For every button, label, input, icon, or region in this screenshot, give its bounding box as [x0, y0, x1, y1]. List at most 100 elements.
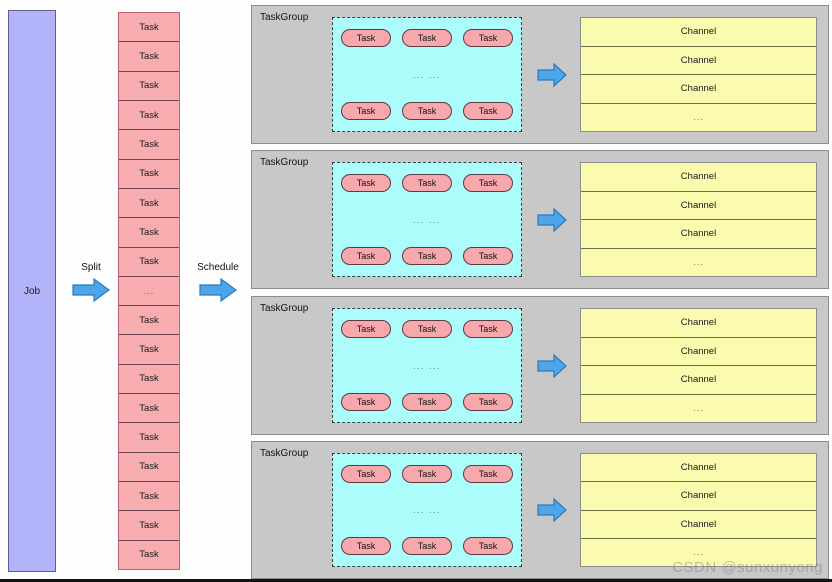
- task-pill: Task: [402, 29, 452, 47]
- task-pill: Task: [463, 174, 513, 192]
- task-pill: Task: [341, 320, 391, 338]
- task-pill-row: Task Task Task: [341, 102, 513, 120]
- task-list-item: Task: [119, 130, 179, 160]
- taskgroup-title: TaskGroup: [260, 12, 309, 23]
- right-arrow-icon: [537, 353, 567, 379]
- channel-row: Channel: [581, 220, 816, 249]
- taskgroup-title: TaskGroup: [260, 448, 309, 459]
- channel-ellipsis: ...: [693, 547, 704, 558]
- task-list-item: Task: [119, 306, 179, 336]
- channel-row: Channel: [581, 338, 816, 366]
- channel-row: Channel: [581, 511, 816, 539]
- task-pill: Task: [463, 320, 513, 338]
- task-list-item: Task: [119, 42, 179, 72]
- channel-ellipsis: ...: [693, 257, 704, 268]
- right-arrow-icon: [537, 207, 567, 233]
- task-pill-row: Task Task Task: [341, 29, 513, 47]
- task-pill: Task: [463, 393, 513, 411]
- right-arrow-icon: [537, 62, 567, 88]
- channel-row: Channel: [581, 309, 816, 338]
- right-arrow-icon: [537, 497, 567, 523]
- right-arrow-icon: [199, 277, 237, 303]
- task-pill: Task: [402, 537, 452, 555]
- task-list-item: Task: [119, 511, 179, 541]
- taskgroup-ellipsis: ... ...: [412, 505, 441, 515]
- task-pill: Task: [463, 465, 513, 483]
- task-pill: Task: [402, 320, 452, 338]
- task-pill: Task: [341, 174, 391, 192]
- taskgroup-title: TaskGroup: [260, 157, 309, 168]
- task-pill: Task: [341, 537, 391, 555]
- task-pill-row: Task Task Task: [341, 174, 513, 192]
- task-list-item: Task: [119, 540, 179, 569]
- task-list-item: Task: [119, 159, 179, 189]
- channel-row: Channel: [581, 366, 816, 395]
- schedule-label: Schedule: [197, 262, 239, 273]
- task-pill: Task: [341, 247, 391, 265]
- taskgroup-ellipsis: ... ...: [412, 69, 441, 80]
- channel-row: Channel: [581, 454, 816, 483]
- split-flow: Split: [68, 262, 114, 308]
- taskgroup-title: TaskGroup: [260, 303, 309, 314]
- task-pill: Task: [463, 247, 513, 265]
- task-list-item: Task: [119, 71, 179, 101]
- task-list-item: Task: [119, 364, 179, 395]
- channel-ellipsis: ...: [693, 112, 704, 123]
- task-pill: Task: [402, 247, 452, 265]
- task-list-item: Task: [119, 100, 179, 131]
- channel-row: Channel: [581, 192, 816, 220]
- task-list-item: Task: [119, 482, 179, 512]
- task-list-item: Task: [119, 394, 179, 424]
- task-pill: Task: [341, 102, 391, 120]
- task-pill: Task: [402, 102, 452, 120]
- task-pill: Task: [402, 393, 452, 411]
- job-label: Job: [23, 285, 41, 297]
- right-arrow-icon: [72, 277, 110, 303]
- task-pill-row: Task Task Task: [341, 393, 513, 411]
- task-pill: Task: [463, 102, 513, 120]
- task-pill: Task: [402, 465, 452, 483]
- split-label: Split: [81, 262, 101, 273]
- channel-ellipsis: ...: [693, 403, 704, 414]
- task-pill: Task: [463, 537, 513, 555]
- channel-row: Channel: [581, 163, 816, 192]
- task-pill-row: Task Task Task: [341, 320, 513, 338]
- taskgroup-ellipsis: ... ...: [412, 214, 441, 225]
- channel-row: Channel: [581, 75, 816, 104]
- task-pill-row: Task Task Task: [341, 537, 513, 555]
- task-list-item: Task: [119, 335, 179, 365]
- task-pill-row: Task Task Task: [341, 247, 513, 265]
- channel-row: Channel: [581, 47, 816, 75]
- task-pill: Task: [341, 393, 391, 411]
- channel-row: Channel: [581, 482, 816, 511]
- channel-row: Channel: [581, 18, 816, 47]
- task-list-item: Task: [119, 423, 179, 453]
- task-pill: Task: [402, 174, 452, 192]
- task-pill: Task: [341, 29, 391, 47]
- task-list-item: Task: [119, 188, 179, 219]
- task-list-item: Task: [119, 13, 179, 43]
- schedule-flow: Schedule: [190, 262, 246, 308]
- task-list-ellipsis: ...: [119, 276, 179, 307]
- task-list-item: Task: [119, 247, 179, 277]
- taskgroup-ellipsis: ... ...: [412, 360, 441, 371]
- task-pill: Task: [463, 29, 513, 47]
- task-list-item: Task: [119, 452, 179, 482]
- task-list-item: Task: [119, 218, 179, 248]
- job-box: Job: [8, 10, 56, 572]
